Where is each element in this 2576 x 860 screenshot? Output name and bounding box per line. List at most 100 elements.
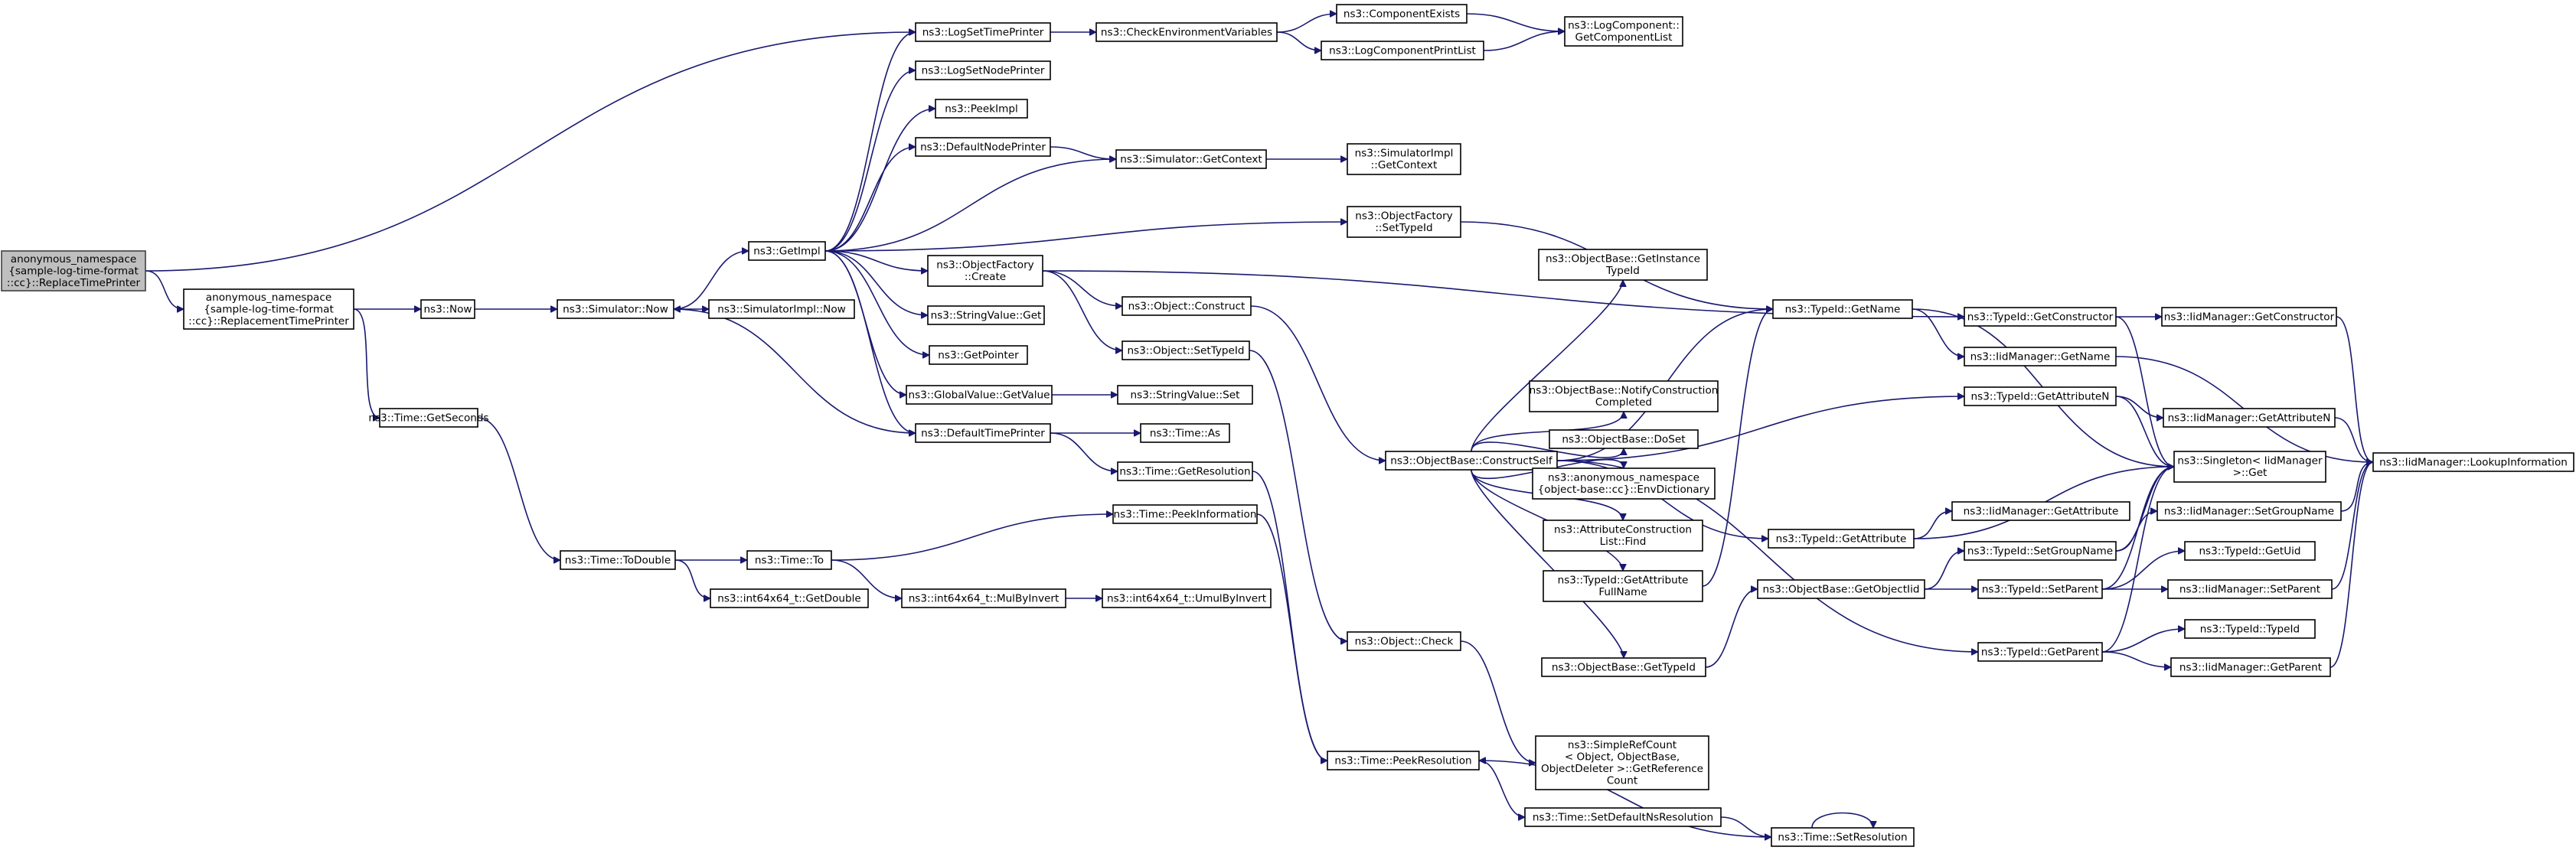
edge-line: [824, 147, 916, 252]
node-n15[interactable]: ns3::DefaultNodePrinter: [915, 137, 1051, 157]
node-label: ns3::ObjectFactory: [936, 259, 1033, 272]
node-n52[interactable]: ns3::IidManager::GetName: [1964, 347, 2117, 366]
node-n8[interactable]: ns3::LogComponentPrintList: [1321, 41, 1484, 60]
node-label: ns3::ObjectBase::GetObjectIid: [1763, 583, 1920, 595]
edge-line: [1042, 270, 1122, 350]
node-n35[interactable]: ns3::ObjectBase::ConstructSelf: [1385, 451, 1558, 471]
node-n2[interactable]: anonymous_namespace{sample-log-time-form…: [183, 288, 354, 330]
node-n22[interactable]: ns3::GlobalValue::GetValue: [906, 385, 1053, 405]
node-label: >::Get: [2233, 467, 2267, 479]
node-n48[interactable]: ns3::TypeId::GetName: [1772, 299, 1913, 319]
node-n5[interactable]: ns3::Time::GetSeconds: [368, 408, 489, 428]
node-n32[interactable]: ns3::int64x64_t::MulByInvert: [901, 588, 1066, 608]
node-n56[interactable]: ns3::TypeId::SetParent: [1977, 579, 2103, 599]
node-n17[interactable]: ns3::SimulatorImpl::GetContext: [1347, 143, 1461, 175]
node-n51[interactable]: ns3::TypeId::GetConstructor: [1964, 307, 2117, 327]
node-n53[interactable]: ns3::TypeId::GetAttributeN: [1964, 386, 2117, 406]
node-label: ns3::Time::SetResolution: [1778, 831, 1907, 843]
node-n14[interactable]: ns3::PeekImpl: [935, 99, 1028, 119]
node-n4[interactable]: ns3::Now: [420, 299, 475, 319]
edge-n65-n66: [2330, 462, 2374, 668]
node-label: ns3::DefaultTimePrinter: [921, 427, 1045, 439]
edge-line: [1912, 308, 1965, 357]
node-n18[interactable]: ns3::ObjectFactory::SetTypeId: [1347, 206, 1461, 238]
node-label: ns3::Time::To: [755, 554, 824, 566]
node-label: ns3::SimulatorImpl: [1355, 148, 1454, 160]
node-label: ns3::Object::SetTypeId: [1127, 344, 1244, 357]
edge-n30-n33: [831, 514, 1113, 561]
edge-n53-n59: [2115, 396, 2163, 418]
node-n49[interactable]: ns3::TypeId::GetAttribute: [1768, 529, 1915, 549]
node-n40[interactable]: ns3::ObjectBase::DoSet: [1549, 429, 1699, 449]
edge-n33-n37: [1256, 513, 1328, 761]
node-n3[interactable]: ns3::LogSetTimePrinter: [915, 22, 1051, 42]
node-n11[interactable]: ns3::GetImpl: [748, 241, 826, 261]
node-n37[interactable]: ns3::Time::PeekResolution: [1327, 751, 1480, 770]
node-n6[interactable]: ns3::CheckEnvironmentVariables: [1095, 22, 1278, 42]
node-n19[interactable]: ns3::ObjectFactory::Create: [927, 255, 1043, 287]
node-n1[interactable]: anonymous_namespace{sample-log-time-form…: [1, 250, 146, 292]
node-box: [915, 423, 1051, 443]
node-box: [915, 60, 1051, 80]
node-n65[interactable]: ns3::IidManager::GetParent: [2170, 657, 2331, 677]
node-n20[interactable]: ns3::StringValue::Get: [927, 305, 1045, 325]
node-n44[interactable]: ns3::ObjectBase::GetTypeId: [1541, 657, 1706, 677]
node-n13[interactable]: ns3::LogSetNodePrinter: [915, 60, 1051, 80]
node-n33[interactable]: ns3::Time::PeekInformation: [1112, 504, 1258, 524]
edge-n8-n9: [1483, 31, 1565, 51]
node-n54[interactable]: ns3::IidManager::GetAttribute: [1951, 501, 2130, 521]
node-n55[interactable]: ns3::TypeId::SetGroupName: [1964, 541, 2117, 561]
node-n47[interactable]: ns3::Time::SetResolution: [1771, 827, 1915, 847]
node-box: [1385, 451, 1558, 471]
node-n45[interactable]: ns3::SimpleRefCount< Object, ObjectBase,…: [1535, 735, 1709, 790]
node-n66[interactable]: ns3::IidManager::LookupInformation: [2372, 452, 2574, 472]
node-n9[interactable]: ns3::LogComponent::GetComponentList: [1564, 16, 1683, 47]
node-n57[interactable]: ns3::TypeId::GetParent: [1977, 642, 2103, 662]
node-n26[interactable]: ns3::StringValue::Set: [1117, 385, 1253, 405]
edge-n35-n39: [1471, 411, 1624, 452]
node-n61[interactable]: ns3::IidManager::SetGroupName: [2156, 501, 2342, 521]
node-n58[interactable]: ns3::IidManager::GetConstructor: [2161, 307, 2337, 327]
node-label: ns3::LogSetNodePrinter: [922, 64, 1045, 77]
node-n12[interactable]: ns3::SimulatorImpl::Now: [708, 299, 855, 319]
node-n60[interactable]: ns3::Singleton< IidManager>::Get: [2173, 451, 2326, 483]
node-n27[interactable]: ns3::Time::As: [1140, 423, 1230, 443]
node-n63[interactable]: ns3::IidManager::SetParent: [2167, 579, 2333, 599]
node-label: ns3::LogComponentPrintList: [1329, 44, 1476, 57]
edge-line: [1042, 270, 1122, 306]
edge-line: [674, 309, 916, 434]
node-n62[interactable]: ns3::TypeId::GetUid: [2184, 541, 2316, 561]
edge-n11-n20: [824, 250, 928, 315]
node-n24[interactable]: ns3::Object::Construct: [1121, 296, 1252, 316]
node-label: ns3::IidManager::LookupInformation: [2379, 456, 2568, 468]
node-n46[interactable]: ns3::Time::SetDefaultNsResolution: [1524, 807, 1722, 827]
node-n30[interactable]: ns3::Time::To: [746, 550, 832, 570]
node-n31[interactable]: ns3::int64x64_t::GetDouble: [710, 588, 869, 608]
node-n16[interactable]: ns3::Simulator::GetContext: [1115, 149, 1267, 169]
node-n64[interactable]: ns3::TypeId::TypeId: [2184, 619, 2316, 639]
node-n36[interactable]: ns3::Object::Check: [1347, 631, 1461, 651]
edge-n11-n19: [824, 250, 928, 271]
node-n41[interactable]: ns3::anonymous_namespace{object-base::cc…: [1532, 467, 1716, 500]
node-n10[interactable]: ns3::Simulator::Now: [557, 299, 674, 319]
node-n25[interactable]: ns3::Object::SetTypeId: [1121, 340, 1250, 360]
node-n50[interactable]: ns3::ObjectBase::GetObjectIid: [1757, 579, 1925, 599]
node-box: [1977, 642, 2103, 662]
node-n7[interactable]: ns3::ComponentExists: [1336, 4, 1468, 24]
node-n59[interactable]: ns3::IidManager::GetAttributeN: [2163, 408, 2336, 428]
node-n21[interactable]: ns3::GetPointer: [929, 345, 1028, 365]
node-n34[interactable]: ns3::int64x64_t::UmulByInvert: [1102, 588, 1272, 608]
node-label: ns3::TypeId::GetParent: [1981, 646, 2099, 658]
node-n23[interactable]: ns3::DefaultTimePrinter: [915, 423, 1051, 443]
edge-line: [1276, 31, 1321, 50]
node-n28[interactable]: ns3::Time::GetResolution: [1117, 461, 1253, 481]
edge-line: [1556, 396, 1964, 461]
node-label: ns3::Time::PeekInformation: [1114, 508, 1257, 520]
node-n29[interactable]: ns3::Time::ToDouble: [560, 550, 676, 570]
node-box: [1532, 467, 1716, 500]
node-n39[interactable]: ns3::ObjectBase::NotifyConstructionCompl…: [1529, 380, 1719, 412]
edge-n57-n60: [2101, 467, 2175, 653]
